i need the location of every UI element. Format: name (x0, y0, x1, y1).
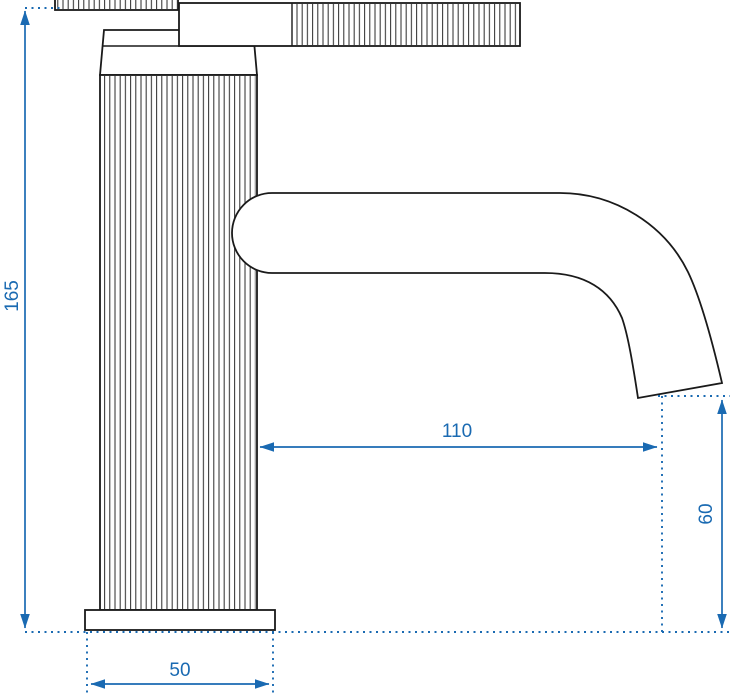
faucet-body (99, 74, 258, 611)
faucet-spout (231, 192, 724, 400)
handle-left-ribbed-tip (54, 0, 179, 11)
extension-lines (25, 7, 730, 697)
dimension-label-165: 165 (2, 280, 23, 312)
dimension-label-110: 110 (442, 421, 472, 442)
dimension-label-50: 50 (169, 660, 190, 681)
dimension-label-60: 60 (696, 503, 717, 524)
dimension-spout-reach: 110 (259, 421, 658, 452)
faucet-handle-lever (178, 2, 521, 47)
faucet-base-plate (84, 609, 276, 631)
dimension-base-width: 50 (90, 660, 270, 689)
dimension-total-height: 165 (2, 10, 30, 629)
dimension-outlet-height: 60 (696, 399, 727, 629)
